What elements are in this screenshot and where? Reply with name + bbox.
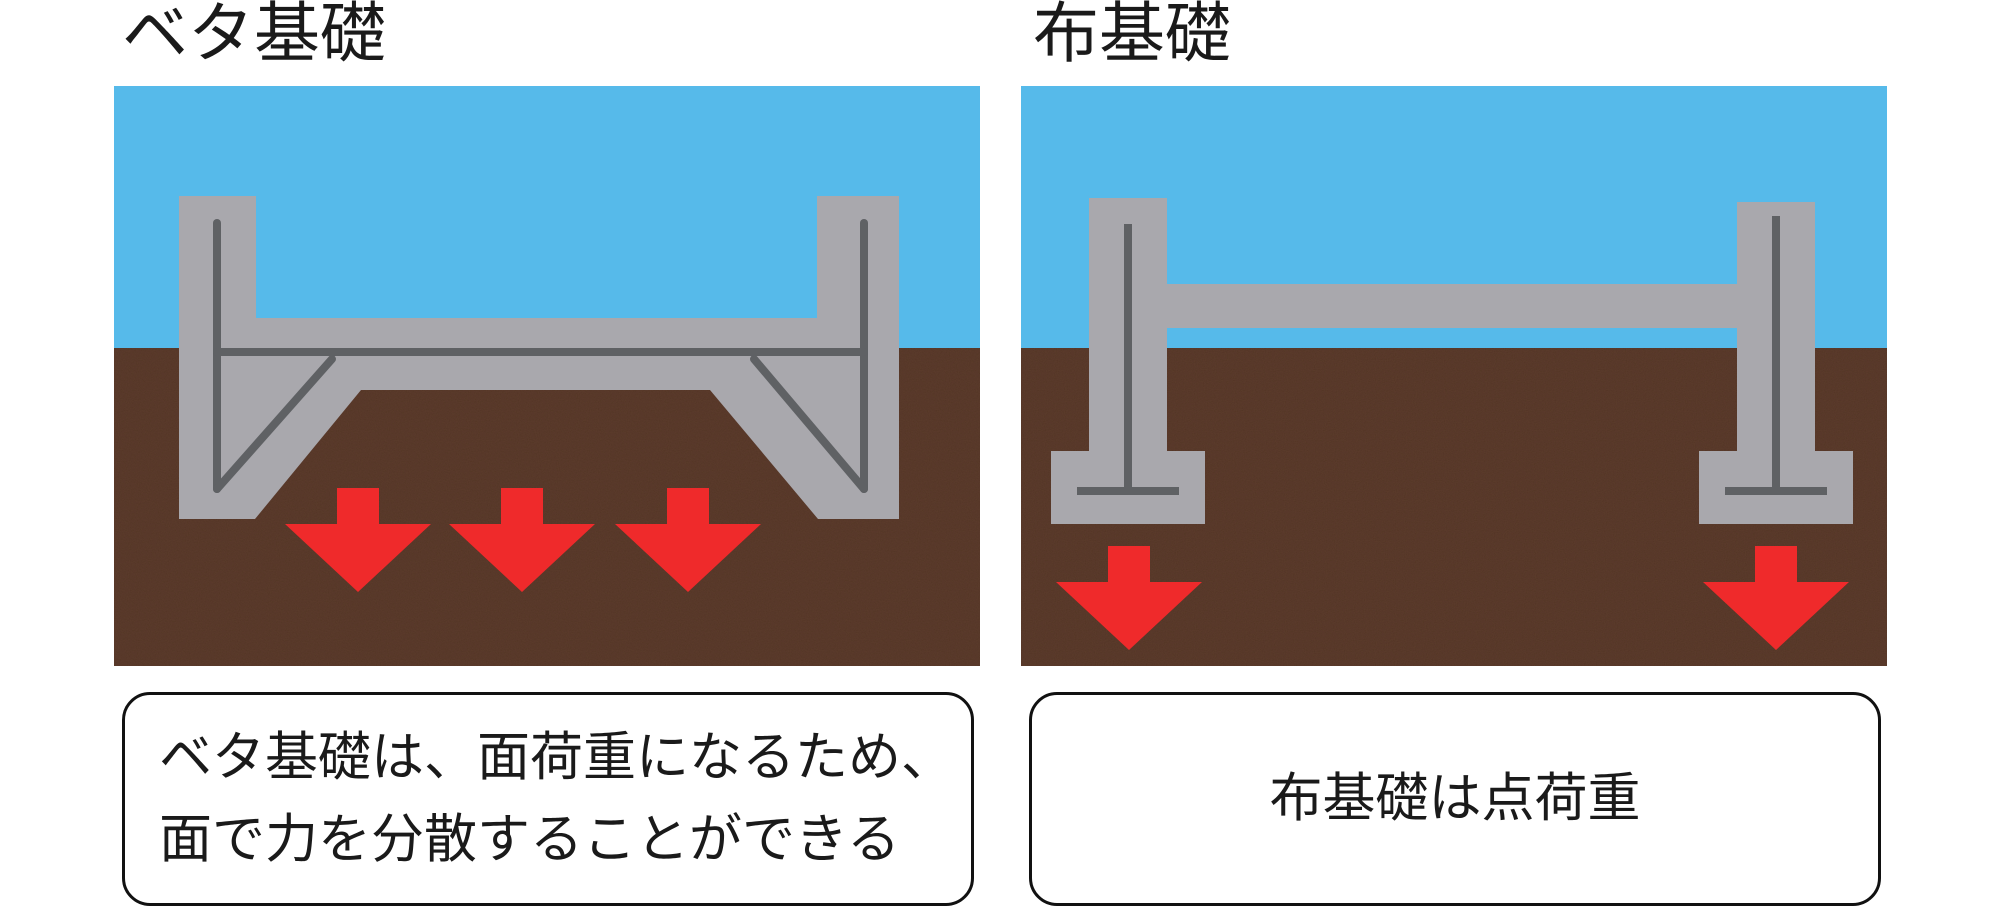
strip-foundation-rebar [1077,216,1827,495]
caption-line-1: ベタ基礎は、面荷重になるため、 [159,727,954,788]
down-arrow-icon [615,488,761,592]
strip-foundation-diagram [1021,86,1887,666]
title-mat-foundation: ベタ基礎 [122,0,386,72]
caption-line-2: 面で力を分散することができる [159,809,900,870]
caption-mat-foundation: ベタ基礎は、面荷重になるため、 面で力を分散することができる [122,692,974,906]
down-arrow-icon [449,488,595,592]
down-arrow-icon [1703,546,1849,650]
mat-foundation-rebar [213,219,868,493]
mat-foundation-diagram [114,86,980,666]
mat-foundation-concrete [179,196,899,519]
title-strip-foundation: 布基礎 [1033,0,1231,72]
caption-line: 布基礎は点荷重 [1269,768,1641,829]
strip-foundation-beam [1157,284,1741,328]
down-arrow-icon [1056,546,1202,650]
down-arrow-icon [285,488,431,592]
caption-strip-foundation: 布基礎は点荷重 [1029,692,1881,906]
